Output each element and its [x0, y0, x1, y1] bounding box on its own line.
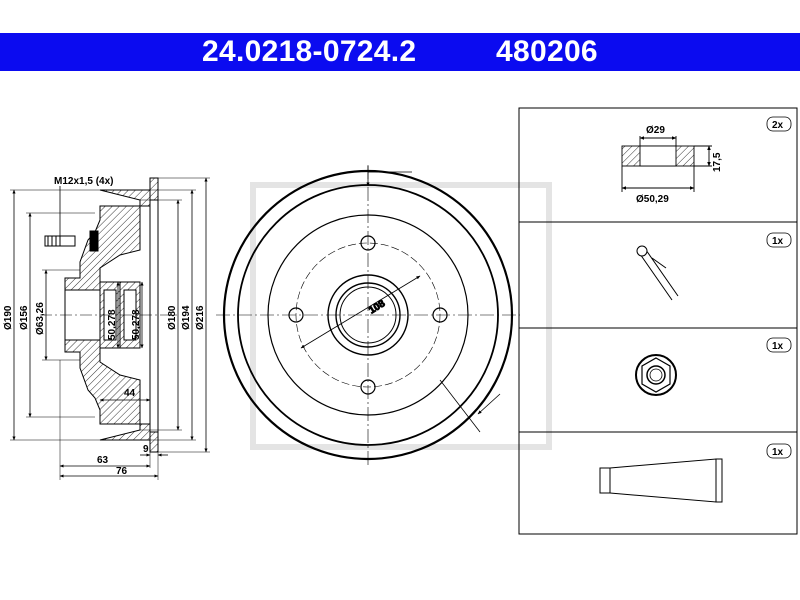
- qty-badge: [766, 337, 792, 353]
- reference-number: 480206: [496, 35, 598, 68]
- hub-nut-icon: [635, 354, 677, 396]
- seal-icon: [621, 136, 712, 192]
- dim-44-label: 44: [124, 388, 136, 399]
- part-number: 24.0218-0724.2: [202, 35, 417, 68]
- wheel-stud: [44, 230, 99, 252]
- seal-height-dim: 17,5: [712, 152, 723, 172]
- part-row-grease-cap: 1x: [599, 443, 792, 503]
- dim-63-label: 63: [97, 455, 109, 466]
- parts-table: [518, 107, 798, 535]
- pcd-label: 108: [367, 298, 387, 316]
- side-section-view: [40, 177, 180, 453]
- dim-156-label: Ø156: [19, 305, 30, 330]
- dim-190-label: Ø190: [3, 305, 14, 330]
- side-dimension-labels: M12x1,5 (4x) Ø190 Ø156 Ø63,26 50,278 50,…: [3, 176, 206, 477]
- qty-label: 2x: [772, 120, 784, 131]
- thread-label: M12x1,5 (4x): [54, 176, 113, 187]
- front-view: 108: [216, 165, 552, 465]
- qty-badge: [766, 443, 792, 459]
- header-bar: 24.0218-0724.2 480206: [0, 33, 800, 71]
- qty-badge: [766, 232, 792, 248]
- dim-9-label: 9: [143, 444, 149, 455]
- dim-50-278-a-label: 50,278: [107, 309, 118, 340]
- dim-76-label: 76: [116, 466, 128, 477]
- dim-50-278-b-label: 50,278: [131, 309, 142, 340]
- dim-194-label: Ø194: [181, 305, 192, 330]
- drum-section-lower: [64, 339, 159, 453]
- cotter-pin-icon: [636, 245, 679, 301]
- part-row-hub-nut: 1x: [635, 337, 792, 396]
- qty-label: 1x: [772, 447, 784, 458]
- dim-216-label: Ø216: [195, 305, 206, 330]
- part-row-seal: 2x Ø29 17,5 Ø50,29: [621, 116, 792, 205]
- qty-label: 1x: [772, 236, 784, 247]
- part-row-cotter-pin: 1x: [636, 232, 792, 301]
- qty-badge: [766, 116, 792, 132]
- dim-63-26-label: Ø63,26: [35, 302, 46, 335]
- grease-tube-icon: [599, 458, 723, 503]
- side-dimensions: [10, 177, 210, 480]
- qty-label: 1x: [772, 341, 784, 352]
- dim-180-label: Ø180: [167, 305, 178, 330]
- watermark-logo: [250, 182, 552, 450]
- seal-inner-dim: Ø29: [646, 125, 665, 136]
- drum-section-upper: [64, 177, 159, 291]
- seal-outer-dim: Ø50,29: [636, 194, 669, 205]
